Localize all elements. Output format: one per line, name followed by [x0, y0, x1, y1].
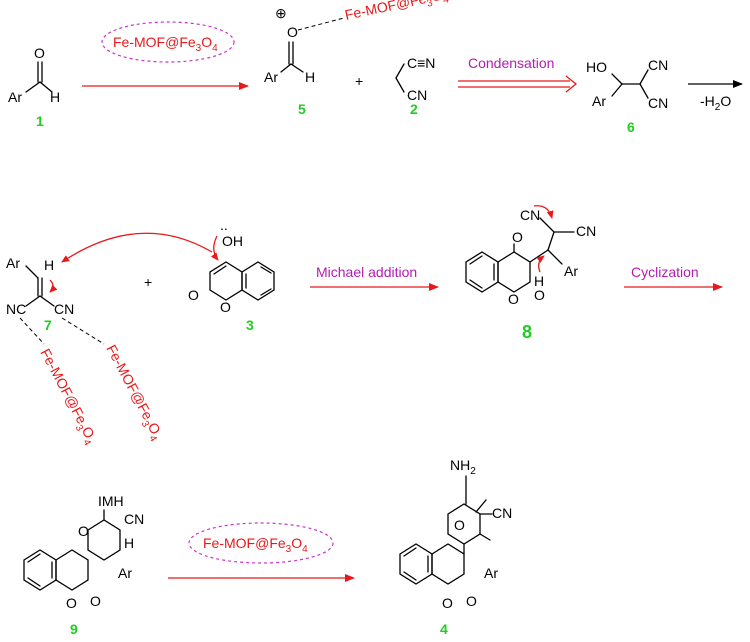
compound-number-5: 5 [298, 101, 306, 117]
compound-2-malononitrile: C≡N CN 2 [395, 55, 435, 117]
oh-label-3: OH [222, 233, 243, 249]
compound-number-3: 3 [246, 317, 254, 333]
cn-label-4: CN [492, 505, 512, 521]
cyclization-step: Cyclization [624, 264, 723, 291]
compound-8-michael-adduct: O O O H Ar CN CN 8 [465, 205, 596, 342]
pyran-o-4: O [454, 517, 465, 533]
oplus-charge: ⊕ [275, 5, 287, 21]
plus-sign-1: + [355, 73, 363, 89]
h-label-7: H [44, 257, 54, 273]
nc-label-7: NC [6, 301, 26, 317]
activated-o: O [287, 24, 298, 40]
ar-label: Ar [8, 89, 22, 105]
ho-label: HO [586, 59, 607, 75]
pyran-o-9: O [78, 523, 89, 539]
catalyst-oval-1: Fe-MOF@Fe3O4 [101, 21, 235, 63]
compound-3-hydroxycoumarin: .. OH O O 3 [188, 217, 275, 333]
cn-label-8b: CN [520, 207, 540, 223]
oh-lone-pair: .. [220, 217, 228, 233]
compound-7-arylidene: Ar H NC CN 7 Fe-MOF@Fe3O4 Fe-MOF@Fe3O4 [6, 255, 167, 448]
compound-5-activated-aldehyde: ⊕ O Ar H Fe-MOF@Fe3O4 5 [264, 0, 450, 117]
carbonyl-o: O [34, 45, 45, 61]
cn-bottom: CN [407, 87, 427, 103]
compound-number-1: 1 [36, 113, 44, 129]
cn-label-8a: CN [576, 223, 596, 239]
plus-sign-2: + [144, 274, 152, 290]
ring-o-9: O [66, 595, 77, 611]
carbonyl-o-3: O [188, 287, 199, 303]
catalyst-label-2: Fe-MOF@Fe3O4 [203, 535, 308, 555]
ar-label-6: Ar [592, 93, 606, 109]
compound-number-6: 6 [627, 119, 635, 135]
catalyst-label-5: Fe-MOF@Fe3O4 [343, 0, 450, 27]
cn-6b: CN [648, 95, 668, 111]
ring-o-4: O [442, 595, 453, 611]
carbonyl-o-9: O [90, 593, 101, 609]
compound-number-8: 8 [522, 322, 532, 342]
cn-6a: CN [648, 57, 668, 73]
catalyst-label-1: Fe-MOF@Fe3O4 [113, 34, 218, 54]
cn-label-9: CN [124, 511, 144, 527]
compound-number-9: 9 [70, 621, 78, 637]
condensation-step: Condensation [458, 55, 578, 93]
cn-top: C≡N [407, 55, 435, 71]
aldehyde-h: H [50, 89, 60, 105]
ar-label-5: Ar [264, 69, 278, 85]
ring-o-8: O [508, 291, 519, 307]
compound-9-cyclized: O O O IMH CN H Ar 9 [23, 493, 144, 637]
michael-label: Michael addition [316, 264, 417, 280]
imine-label-9: IMH [98, 493, 124, 509]
ring-o-3: O [220, 299, 231, 315]
carbonyl-o-4: O [466, 593, 477, 609]
water-loss-label: -H2O [700, 93, 731, 113]
h-label-8: H [534, 273, 544, 289]
carbonyl-o-8b: O [534, 287, 545, 303]
ar-label-4: Ar [484, 565, 498, 581]
catalyst-label-7a: Fe-MOF@Fe3O4 [34, 346, 101, 448]
nh2-label-4: NH2 [450, 457, 476, 477]
compound-number-2: 2 [410, 101, 418, 117]
h-label-5: H [305, 69, 315, 85]
compound-6-adduct: HO Ar CN CN 6 [586, 57, 668, 135]
cyclization-label: Cyclization [631, 264, 699, 280]
carbonyl-o-8a: O [512, 229, 523, 245]
compound-number-7: 7 [44, 317, 52, 333]
catalyst-oval-2: Fe-MOF@Fe3O4 [188, 522, 334, 564]
ar-label-8: Ar [564, 263, 578, 279]
michael-addition-step: Michael addition [310, 264, 439, 291]
cn-label-7: CN [54, 301, 74, 317]
dehydration-step: -H2O [688, 80, 743, 113]
condensation-label: Condensation [468, 55, 554, 71]
ar-label-9: Ar [118, 565, 132, 581]
compound-4-product: O O O NH2 CN Ar 4 [399, 457, 512, 637]
ar-label-7: Ar [6, 255, 20, 271]
compound-number-4: 4 [440, 621, 448, 637]
nucleophilic-attack-arrow [61, 232, 213, 263]
catalyst-label-7b: Fe-MOF@Fe3O4 [100, 342, 167, 444]
h-label-9: H [124, 535, 134, 551]
compound-1-aldehyde: Ar O H 1 [8, 45, 60, 129]
